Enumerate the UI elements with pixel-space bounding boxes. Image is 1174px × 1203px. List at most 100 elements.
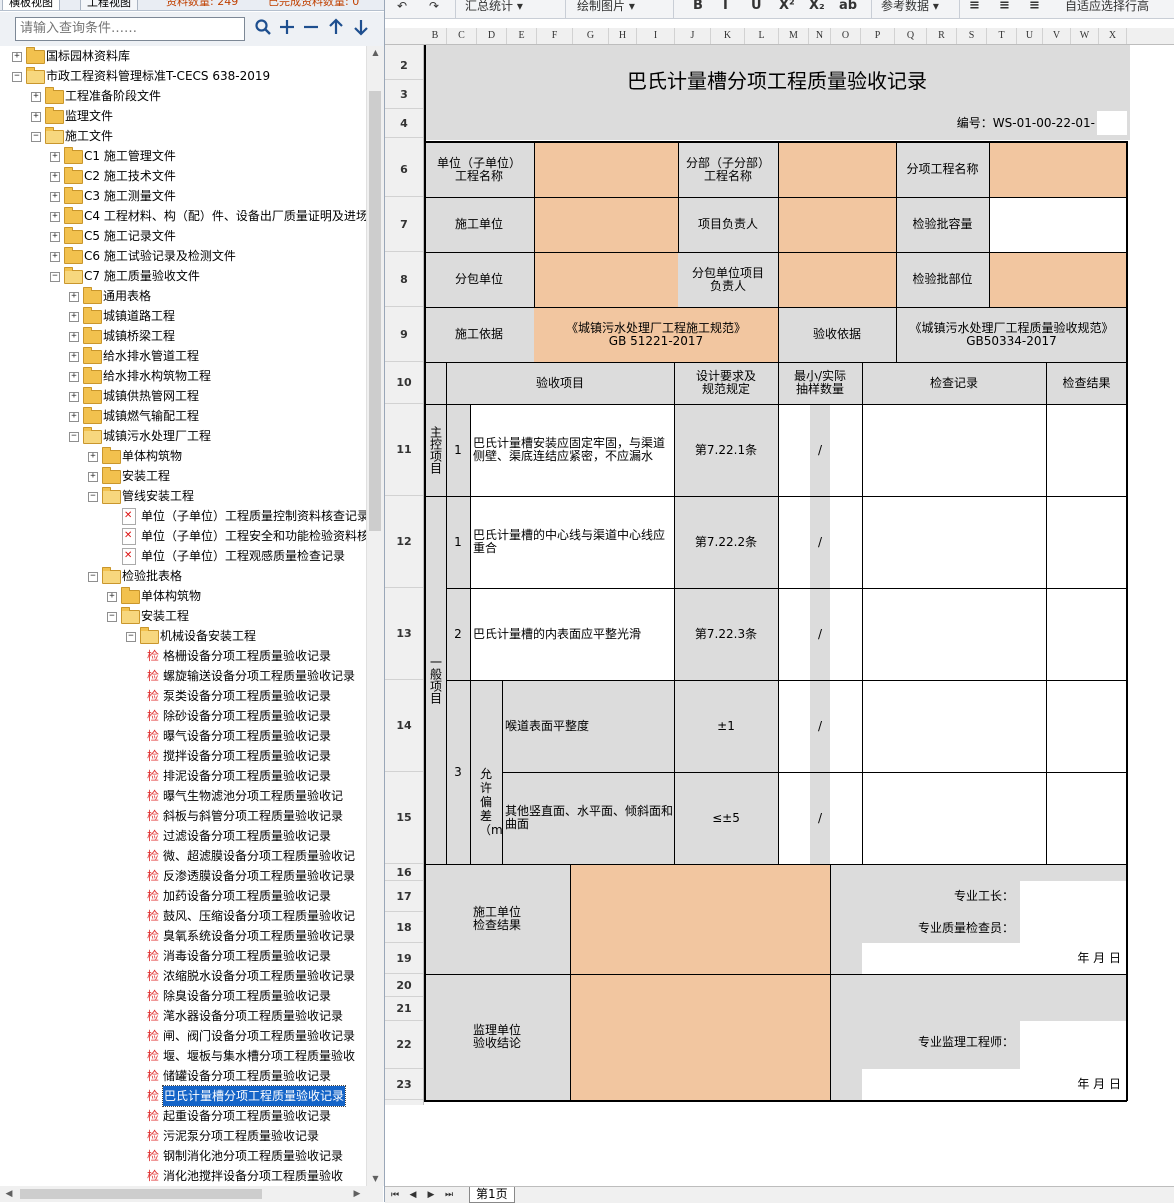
row-number[interactable]: 18 [385,912,423,943]
deviation-row-actual-input[interactable] [830,772,862,864]
row-number[interactable]: 21 [385,997,423,1021]
tree-item-label[interactable]: 堰、堰板与集水槽分项工程质量验收 [163,1049,356,1063]
row-number[interactable]: 13 [385,588,423,680]
main-row-record-input[interactable] [862,404,1046,496]
tree-item-label[interactable]: 给水排水管道工程 [103,349,200,363]
tree-item-label[interactable]: 曝气生物滤池分项工程质量验收记 [163,789,344,803]
toolbar-button[interactable]: B [693,0,703,13]
tree-item[interactable]: 检闸、阀门设备分项工程质量验收记录 [0,1026,366,1046]
main-row-actual-input[interactable] [830,404,862,496]
last-sheet-icon[interactable]: ⏭ [444,1190,454,1200]
column-letter[interactable]: G [573,28,609,44]
tree-item[interactable]: 检起重设备分项工程质量验收记录 [0,1106,366,1126]
batch-capacity-input[interactable] [989,197,1127,252]
tree-item-label[interactable]: 城镇供热管网工程 [103,389,200,403]
scrollbar-thumb[interactable] [20,1189,262,1199]
collapse-icon[interactable]: − [107,612,117,622]
scroll-up-arrow-icon[interactable]: ▲ [372,48,379,57]
tree-item-label[interactable]: 检验批表格 [122,569,183,583]
tree-item-label[interactable]: 曝气设备分项工程质量验收记录 [163,729,332,743]
tree-item-label[interactable]: C1 施工管理文件 [84,149,176,163]
supervise-input[interactable] [570,974,830,1100]
tree-item[interactable]: 检除砂设备分项工程质量验收记录 [0,706,366,726]
tree-item[interactable]: 单位（子单位）工程安全和功能检验资料核 [0,526,366,546]
general-row-actual-input[interactable] [830,496,862,588]
tree-item[interactable]: +国标园林资料库 [0,46,366,66]
general-row-record-input[interactable] [862,496,1046,588]
column-letter[interactable]: W [1071,28,1099,44]
collapse-icon[interactable]: − [50,272,60,282]
project-leader-input[interactable] [778,197,896,252]
tree-item[interactable]: 检鼓风、压缩设备分项工程质量验收记 [0,906,366,926]
code-suffix-input[interactable] [1097,111,1127,135]
tree-item-label[interactable]: 市政工程资料管理标准T-CECS 638-2019 [46,69,271,83]
tree-item-label[interactable]: 微、超滤膜设备分项工程质量验收记 [163,849,356,863]
tree-item-label[interactable]: 排泥设备分项工程质量验收记录 [163,769,332,783]
column-letter[interactable]: K [711,28,745,44]
column-letter[interactable]: O [831,28,861,44]
tab-horizontal-view[interactable]: 横板视图 [2,0,60,10]
arrow-up-icon[interactable] [325,18,347,40]
deviation-row-min-input[interactable] [778,680,810,772]
tree-item[interactable]: 检斜板与斜管分项工程质量验收记录 [0,806,366,826]
toolbar-button[interactable]: I [723,0,728,13]
main-row-result-input[interactable] [1046,404,1127,496]
main-row-min-input[interactable] [778,404,810,496]
tree-item[interactable]: − 检验批表格 [0,566,366,586]
tree-horizontal-scrollbar[interactable]: ◀ ▶ [0,1186,383,1202]
column-letter[interactable]: C [447,28,477,44]
expand-icon[interactable]: + [69,372,79,382]
row-number[interactable]: 23 [385,1069,423,1100]
tree-item[interactable]: 检反渗透膜设备分项工程质量验收记录 [0,866,366,886]
tree-item[interactable]: +安装工程 [0,466,366,486]
tree-item-label[interactable]: 浓缩脱水设备分项工程质量验收记录 [163,969,356,983]
row-number[interactable]: 12 [385,496,423,588]
column-letter[interactable]: I [637,28,675,44]
expand-icon[interactable]: + [50,172,60,182]
tree-item-label[interactable]: 消毒设备分项工程质量验收记录 [163,949,332,963]
row-number[interactable]: 9 [385,307,423,362]
collapse-icon[interactable]: − [88,572,98,582]
tree-item[interactable]: 单位（子单位）工程质量控制资料核查记录 [0,506,366,526]
tree-item[interactable]: + C1 施工管理文件 [0,146,366,166]
tree-item-label[interactable]: 钢制消化池分项工程质量验收记录 [163,1149,344,1163]
tree-item-label[interactable]: 滗水器设备分项工程质量验收记录 [163,1009,344,1023]
tree-item[interactable]: 检除臭设备分项工程质量验收记录 [0,986,366,1006]
collapse-icon[interactable]: − [31,132,41,142]
tree-item[interactable]: +给水排水构筑物工程 [0,366,366,386]
foreman-sign-input[interactable] [1020,881,1127,943]
basis-value[interactable]: 《城镇污水处理厂工程施工规范》 GB 51221-2017 [534,307,778,362]
tree-item[interactable]: −管线安装工程 [0,486,366,506]
tree-item-label[interactable]: 单体构筑物 [141,589,202,603]
collapse-icon[interactable]: − [88,492,98,502]
tree-item[interactable]: 检加药设备分项工程质量验收记录 [0,886,366,906]
tree-item[interactable]: +C2 施工技术文件 [0,166,366,186]
tree-item[interactable]: 检过滤设备分项工程质量验收记录 [0,826,366,846]
general-row-min-input[interactable] [778,588,810,680]
toolbar-button[interactable]: ab [839,0,858,13]
tree-item-label[interactable]: 城镇道路工程 [103,309,176,323]
row-number[interactable]: 14 [385,680,423,772]
tree-item-label[interactable]: 监理文件 [65,109,114,123]
minus-icon[interactable] [300,18,322,40]
tree-item[interactable]: 单位（子单位）工程观感质量检查记录 [0,546,366,566]
undo-icon[interactable]: ↶ [397,0,408,13]
column-letter[interactable]: M [779,28,809,44]
sheet-tab-page1[interactable]: 第1页 [469,1187,515,1203]
tree-item-label[interactable]: C4 工程材料、构（配）件、设备出厂质量证明及进场 [84,209,366,223]
expand-icon[interactable]: + [107,592,117,602]
column-letter[interactable]: B [424,28,447,44]
tree-item-label[interactable]: 城镇燃气输配工程 [103,409,200,423]
expand-icon[interactable]: + [50,152,60,162]
tree-item-label[interactable]: C7 施工质量验收文件 [84,269,200,283]
tree-item[interactable]: + 单体构筑物 [0,586,366,606]
tree-item-label[interactable]: 除臭设备分项工程质量验收记录 [163,989,332,1003]
constructor-input[interactable] [534,197,678,252]
tree-item-label[interactable]: 加药设备分项工程质量验收记录 [163,889,332,903]
tree-item-label[interactable]: 搅拌设备分项工程质量验收记录 [163,749,332,763]
deviation-row-result-input[interactable] [1046,772,1127,864]
search-icon[interactable] [252,18,274,40]
tree-item-label[interactable]: 泵类设备分项工程质量验收记录 [163,689,332,703]
toolbar-button[interactable]: ≡ [999,0,1010,13]
toolbar-button[interactable]: ≡ [969,0,980,13]
